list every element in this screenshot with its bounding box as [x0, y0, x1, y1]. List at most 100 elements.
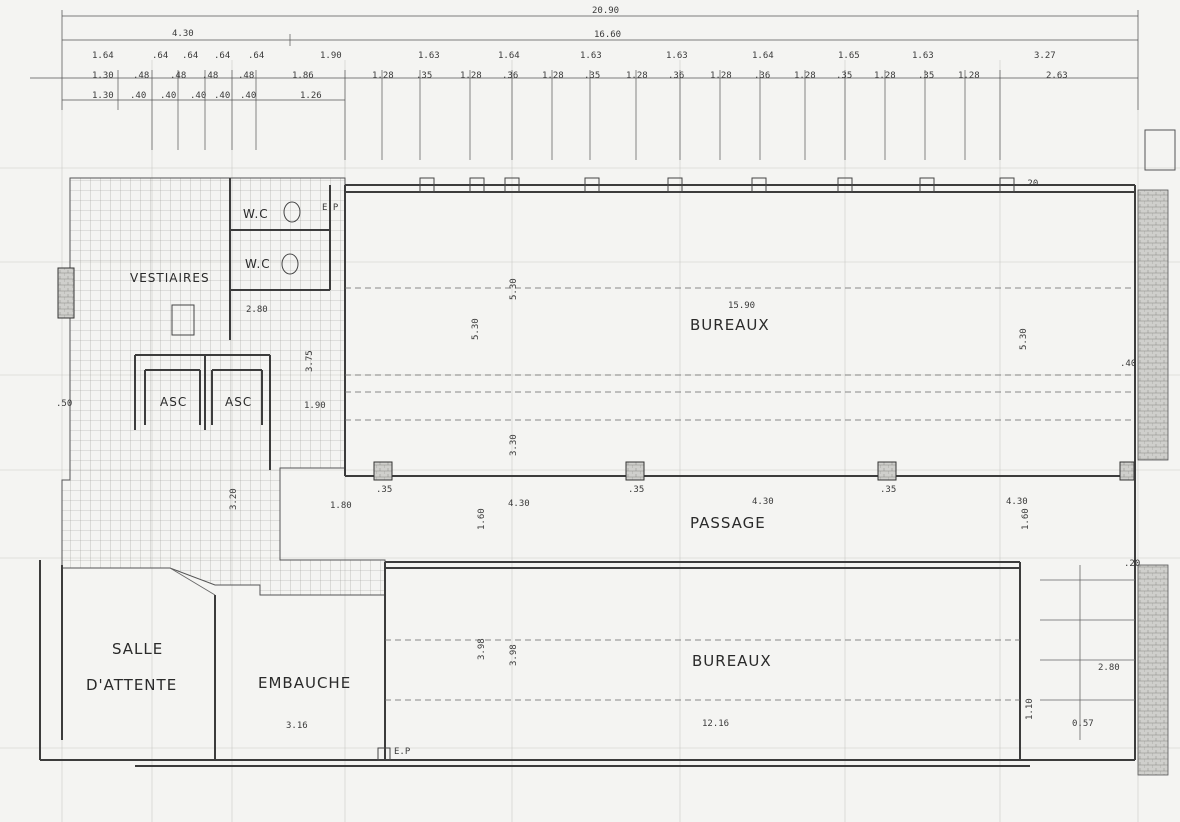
- columns: [57, 267, 1135, 481]
- column: [57, 267, 75, 319]
- dim-row1: 1.63: [580, 51, 602, 61]
- dim-interior: 4.30: [508, 499, 530, 509]
- drain-icon: [377, 747, 391, 761]
- dim-interior: 0.57: [1072, 719, 1094, 729]
- dim-interior: 3.75: [305, 350, 315, 372]
- room-embauche: EMBAUCHE: [258, 674, 351, 692]
- dim-row2: .36: [502, 71, 518, 81]
- dim-row1: .64: [152, 51, 168, 61]
- dim-interior: .40: [1120, 359, 1136, 369]
- dim-row1: 1.63: [666, 51, 688, 61]
- dim-sub-right: 16.60: [594, 30, 621, 40]
- dim-row1: 1.64: [92, 51, 114, 61]
- dim-row2: .48: [170, 71, 186, 81]
- dim-overall: 20.90: [592, 6, 619, 16]
- dim-interior: .35: [376, 485, 392, 495]
- dim-row2: 1.28: [958, 71, 980, 81]
- dim-row2: 1.86: [292, 71, 314, 81]
- dim-interior: 15.90: [728, 301, 755, 311]
- dim-row2: 1.28: [710, 71, 732, 81]
- room-passage: PASSAGE: [690, 514, 766, 532]
- dim-row1: 3.27: [1034, 51, 1056, 61]
- dim-interior: 5.30: [1019, 328, 1029, 350]
- dim-interior: .50: [56, 399, 72, 409]
- dim-interior: 12.16: [702, 719, 729, 729]
- dim-interior: 2.80: [246, 305, 268, 315]
- dim-row3: .40: [130, 91, 146, 101]
- dim-row2: 1.28: [626, 71, 648, 81]
- room-vestiaires: VESTIAIRES: [130, 271, 210, 285]
- interior-dimensions: 5.30 5.30 5.30 3.30 3.98 3.98 1.60 1.60 …: [56, 179, 1140, 757]
- dim-row3: .40: [190, 91, 206, 101]
- dim-interior: 4.30: [1006, 497, 1028, 507]
- dim-row2: 1.28: [542, 71, 564, 81]
- dimension-ticks: [61, 10, 1139, 160]
- toilet-icon: [281, 253, 299, 275]
- dim-interior: 1.80: [330, 501, 352, 511]
- dim-interior: 3.30: [509, 434, 519, 456]
- dim-row2: .36: [754, 71, 770, 81]
- room-bureaux-top: BUREAUX: [690, 316, 770, 334]
- dim-interior: 1.60: [477, 508, 487, 530]
- toilet-icon: [283, 201, 301, 223]
- dim-row2: 1.28: [794, 71, 816, 81]
- dim-interior: 3.16: [286, 721, 308, 731]
- dim-row3: .40: [160, 91, 176, 101]
- dim-row2: .35: [836, 71, 852, 81]
- room-bureaux-bottom: BUREAUX: [692, 652, 772, 670]
- dim-row2: 1.30: [92, 71, 114, 81]
- dim-interior: .35: [628, 485, 644, 495]
- column: [625, 461, 645, 481]
- dim-row1: 1.64: [498, 51, 520, 61]
- column: [373, 461, 393, 481]
- dim-interior: 3.20: [229, 488, 239, 510]
- dim-interior: 3.98: [477, 638, 487, 660]
- dim-interior: 1.60: [1021, 508, 1031, 530]
- dim-row2: .48: [133, 71, 149, 81]
- dim-row2: 2.63: [1046, 71, 1068, 81]
- dimension-chains: [30, 15, 1138, 101]
- dim-row1: .64: [182, 51, 198, 61]
- dim-interior: 5.30: [471, 318, 481, 340]
- dim-interior: 1.10: [1025, 698, 1035, 720]
- dim-row2: 1.28: [460, 71, 482, 81]
- fixtures: [171, 201, 391, 761]
- construction-lines: [0, 10, 1180, 822]
- dim-row1: 1.65: [838, 51, 860, 61]
- room-salle-line1: SALLE: [112, 640, 163, 658]
- dim-row3: .40: [240, 91, 256, 101]
- dim-interior: .35: [880, 485, 896, 495]
- dim-interior: E.P: [322, 203, 339, 213]
- dim-row1: 1.90: [320, 51, 342, 61]
- dim-interior: 3.98: [509, 644, 519, 666]
- dim-row2: .35: [416, 71, 432, 81]
- dim-row3: 1.30: [92, 91, 114, 101]
- sink-icon: [171, 304, 195, 336]
- room-salle-line2: D'ATTENTE: [86, 676, 177, 694]
- dim-row2: .35: [918, 71, 934, 81]
- dim-row3: 1.26: [300, 91, 322, 101]
- dim-row2: .35: [584, 71, 600, 81]
- column: [1119, 461, 1135, 481]
- window-notches: [419, 177, 1015, 193]
- right-facade: [1137, 129, 1176, 776]
- dim-interior: .20: [1124, 559, 1140, 569]
- dim-row1: 1.63: [418, 51, 440, 61]
- dim-row1: 1.63: [912, 51, 934, 61]
- dim-interior: 2.80: [1098, 663, 1120, 673]
- room-labels: W.C W.C VESTIAIRES ASC ASC BUREAUX PASSA…: [86, 207, 772, 694]
- room-asc-1: ASC: [160, 395, 187, 409]
- dim-interior: E.P: [394, 747, 411, 757]
- dim-row1: .64: [248, 51, 264, 61]
- dim-interior: .20: [1022, 179, 1038, 189]
- dim-row2: .36: [668, 71, 684, 81]
- dim-row2: .48: [202, 71, 218, 81]
- room-asc-2: ASC: [225, 395, 252, 409]
- top-dimensions: 20.90 4.30 16.60 1.64 .64 .64 .64 .64 1.…: [92, 6, 1068, 101]
- dim-sub-left: 4.30: [172, 29, 194, 39]
- dim-row1: .64: [214, 51, 230, 61]
- dim-row2: 1.28: [372, 71, 394, 81]
- dim-row1: 1.64: [752, 51, 774, 61]
- dim-row3: .40: [214, 91, 230, 101]
